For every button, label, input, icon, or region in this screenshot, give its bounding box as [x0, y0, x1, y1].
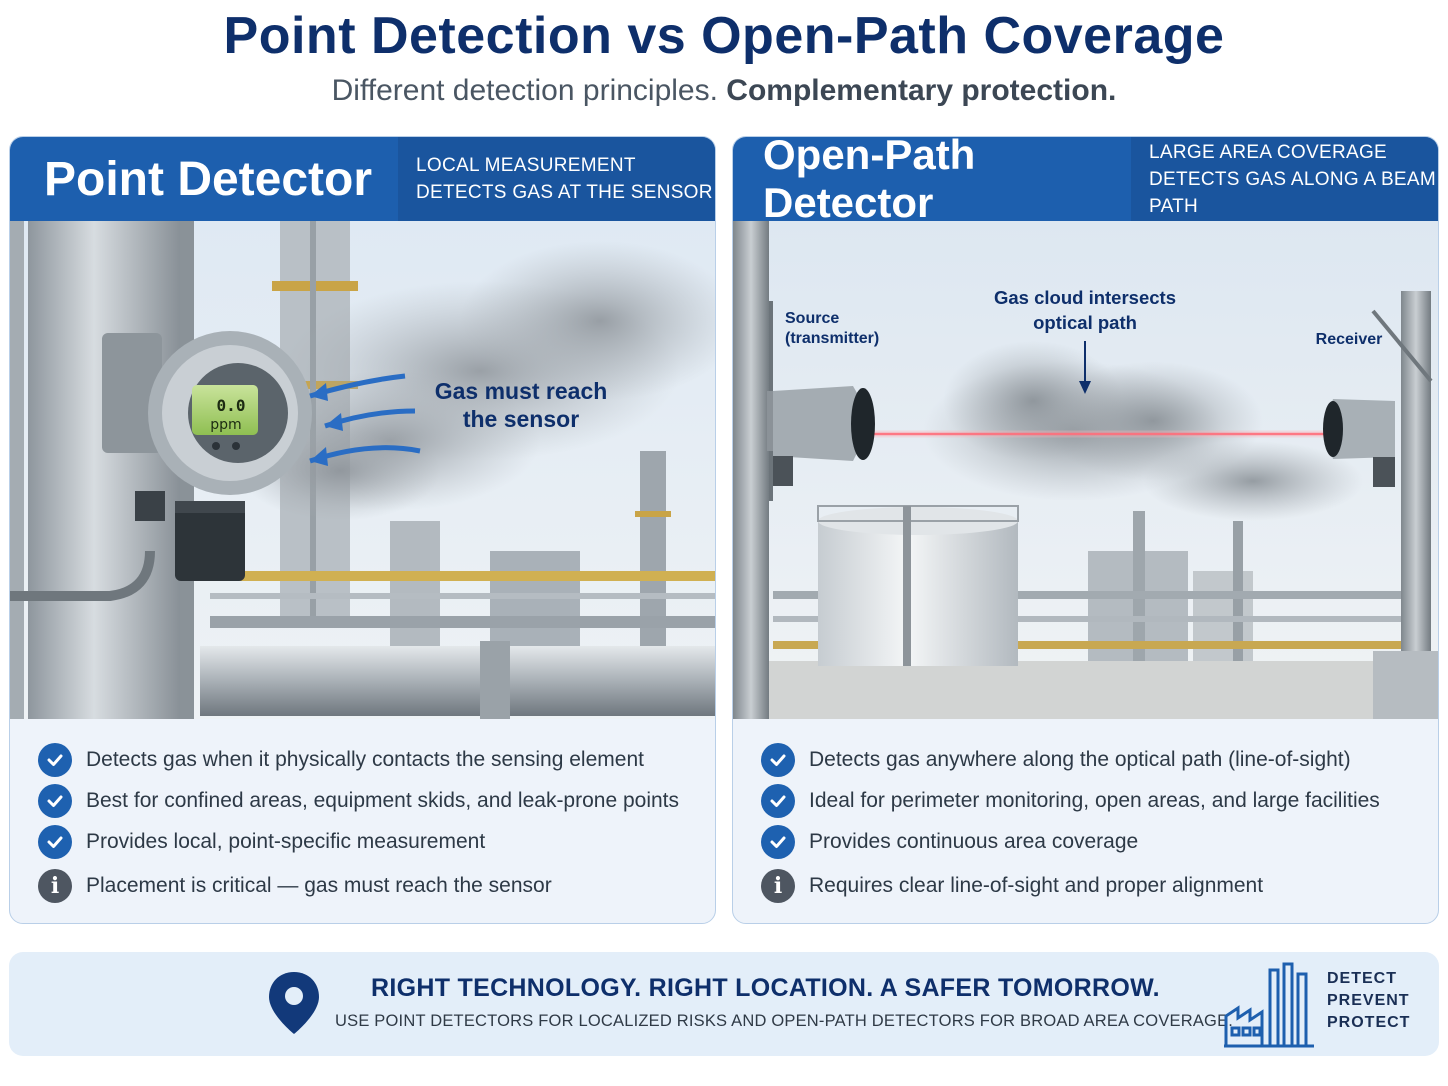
- open-path-feature-text: Requires clear line-of-sight and proper …: [809, 873, 1264, 897]
- point-detector-panel: Point Detector LOCAL MEASUREMENT DETECTS…: [9, 136, 716, 924]
- point-tagline-2: DETECTS GAS AT THE SENSOR: [416, 182, 713, 203]
- check-circle-icon: [761, 783, 795, 818]
- motto-detect: DETECT: [1327, 970, 1397, 987]
- check-circle-icon: [761, 824, 795, 859]
- lcd-reading-unit: ppm: [210, 417, 241, 433]
- open-path-title: Open-Path Detector: [763, 136, 976, 226]
- open-path-tagline: LARGE AREA COVERAGE DETECTS GAS ALONG A …: [1131, 137, 1438, 221]
- motto-prevent: PREVENT: [1327, 992, 1410, 1009]
- gas-cloud-callout: Gas cloud intersects optical path: [965, 285, 1205, 335]
- check-circle-icon: [38, 783, 72, 818]
- point-feature-text: Placement is critical — gas must reach t…: [86, 873, 552, 897]
- point-detector-illustration: 0.0 ppm: [10, 221, 715, 719]
- point-feature-text: Best for confined areas, equipment skids…: [86, 788, 680, 812]
- location-pin-icon: [267, 970, 321, 1041]
- check-circle-icon: [761, 742, 795, 777]
- open-path-tagline-1: LARGE AREA COVERAGE: [1149, 141, 1388, 163]
- point-feature-text: Detects gas when it physically contacts …: [86, 747, 644, 771]
- point-detector-scene: 0.0 ppm Gas must reach the sensor: [10, 221, 715, 719]
- lcd-reading-value: 0.0: [217, 396, 246, 415]
- cloud-callout-line-2: optical path: [1033, 312, 1137, 333]
- factory-icon: [1222, 960, 1318, 1057]
- callout-line-1: Gas must reach: [434, 378, 608, 404]
- open-path-feature-item: Provides continuous area coverage: [761, 821, 1438, 862]
- open-path-features: Detects gas anywhere along the optical p…: [733, 719, 1438, 923]
- point-feature-item: Best for confined areas, equipment skids…: [38, 780, 715, 821]
- check-circle-icon: [38, 742, 72, 777]
- open-path-feature-item: Detects gas anywhere along the optical p…: [761, 739, 1438, 780]
- subtitle-principles: Different detection principles.: [331, 74, 718, 107]
- open-path-feature-item: Ideal for perimeter monitoring, open are…: [761, 780, 1438, 821]
- cloud-callout-line-1: Gas cloud intersects: [994, 287, 1176, 308]
- open-path-header: Open-Path Detector LARGE AREA COVERAGE D…: [733, 136, 1438, 226]
- open-path-feature-text: Ideal for perimeter monitoring, open are…: [809, 788, 1380, 812]
- page-title: Point Detection vs Open-Path Coverage: [223, 7, 1225, 65]
- open-path-tagline-2: DETECTS GAS ALONG A BEAM PATH: [1149, 168, 1437, 217]
- point-detector-title: Point Detector: [44, 152, 373, 206]
- source-label-line-2: (transmitter): [785, 330, 880, 347]
- gas-reach-callout: Gas must reach the sensor: [416, 377, 626, 433]
- banner-subline: USE POINT DETECTORS FOR LOCALIZED RISKS …: [335, 1012, 1234, 1030]
- point-feature-item: i Placement is critical — gas must reach…: [38, 865, 715, 906]
- source-label: Source (transmitter): [785, 309, 915, 349]
- subtitle-protection: Complementary protection.: [726, 74, 1117, 107]
- open-path-feature-text: Detects gas anywhere along the optical p…: [809, 747, 1351, 771]
- banner-headline: RIGHT TECHNOLOGY. RIGHT LOCATION. A SAFE…: [371, 974, 1160, 1002]
- point-detector-header: Point Detector LOCAL MEASUREMENT DETECTS…: [10, 137, 715, 221]
- receiver-label: Receiver: [1315, 331, 1383, 348]
- point-feature-item: Provides local, point-specific measureme…: [38, 821, 715, 862]
- check-circle-icon: [38, 824, 72, 859]
- open-path-feature-item: i Requires clear line-of-sight and prope…: [761, 865, 1438, 906]
- open-path-feature-text: Provides continuous area coverage: [809, 829, 1139, 853]
- point-tagline-1: LOCAL MEASUREMENT: [416, 155, 636, 176]
- info-circle-icon: i: [38, 868, 72, 903]
- banner-motto: DETECT PREVENT PROTECT: [1327, 968, 1410, 1034]
- info-circle-icon: i: [761, 868, 795, 903]
- open-path-scene: Source (transmitter) Gas cloud intersect…: [733, 221, 1438, 719]
- callout-line-2: the sensor: [462, 406, 580, 432]
- source-label-line-1: Source: [785, 310, 840, 327]
- point-feature-item: Detects gas when it physically contacts …: [38, 739, 715, 780]
- point-detector-features: Detects gas when it physically contacts …: [10, 719, 715, 923]
- point-feature-text: Provides local, point-specific measureme…: [86, 829, 486, 853]
- summary-banner: RIGHT TECHNOLOGY. RIGHT LOCATION. A SAFE…: [9, 952, 1439, 1056]
- open-path-detector-panel: Open-Path Detector LARGE AREA COVERAGE D…: [732, 136, 1439, 924]
- page-subtitle: Different detection principles. Compleme…: [0, 74, 1448, 108]
- motto-protect: PROTECT: [1327, 1014, 1411, 1031]
- open-path-illustration: [733, 221, 1438, 719]
- point-detector-tagline: LOCAL MEASUREMENT DETECTS GAS AT THE SEN…: [398, 137, 715, 221]
